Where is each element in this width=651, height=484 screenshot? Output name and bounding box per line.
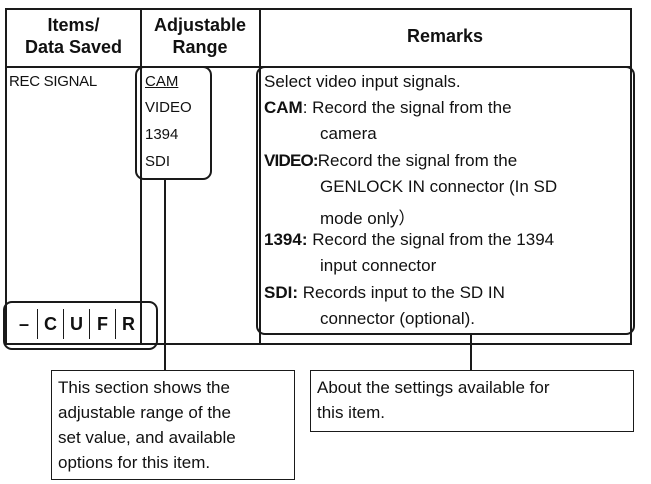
mode-badge-f: F — [89, 309, 115, 339]
remark-cam-sep: : — [302, 98, 308, 117]
table-right-border — [630, 8, 632, 345]
range-callout-box: This section shows the adjustable range … — [51, 370, 295, 480]
header-items-line1: Items/ — [47, 15, 100, 35]
range-callout-connector — [164, 180, 166, 371]
mode-badge-r: R — [115, 309, 141, 339]
range-callout-line4: options for this item. — [58, 453, 211, 472]
remark-1394-label: 1394: — [264, 230, 308, 249]
remark-video-text1: Record the signal from the — [317, 151, 518, 170]
item-name: REC SIGNAL — [9, 73, 97, 90]
mode-badge-dash: – — [18, 314, 29, 334]
remarks-highlight-box — [256, 66, 635, 335]
mode-badge-c: C — [37, 309, 63, 339]
remark-cam-line1: CAM: Record the signal from the — [264, 98, 512, 118]
header-items-line2: Data Saved — [24, 37, 123, 57]
range-option-sdi: SDI — [145, 153, 171, 170]
header-range-line1: Adjustable — [153, 15, 246, 35]
remark-cam-text1: Record the signal from the — [307, 98, 512, 117]
remark-1394-text1: Record the signal from the 1394 — [307, 230, 555, 249]
column-divider-2 — [259, 8, 261, 345]
table-top-border — [5, 8, 632, 10]
remark-1394-line1: 1394: Record the signal from the 1394 — [264, 230, 554, 250]
remark-video-line1: VIDEO:Record the signal from the — [264, 151, 517, 171]
range-highlight-box — [135, 66, 212, 180]
range-option-video: VIDEO — [145, 99, 192, 116]
range-callout-line3: set value, and available — [58, 428, 236, 447]
header-items: Items/ Data Saved — [7, 14, 140, 58]
remark-cam-line2: camera — [320, 124, 377, 143]
remark-sdi-line1: SDI: Records input to the SD IN — [264, 283, 505, 303]
table-bottom-border — [5, 343, 632, 345]
remark-sdi-line2: connector (optional). — [320, 309, 475, 328]
range-callout-line2: adjustable range of the — [58, 403, 231, 422]
remark-video-label: VIDEO: — [264, 151, 319, 170]
header-remarks: Remarks — [406, 26, 484, 46]
table-left-border — [5, 8, 7, 345]
header-adjustable-range: Adjustable Range — [141, 14, 259, 58]
remarks-callout-box: About the settings available for this it… — [310, 370, 634, 432]
remark-1394-line2: input connector — [320, 256, 437, 275]
range-option-1394: 1394 — [145, 126, 179, 143]
remark-sdi-label: SDI: — [264, 283, 298, 302]
range-option-cam: CAM — [145, 73, 179, 90]
mode-badges-box — [3, 301, 158, 350]
remark-sdi-text1: Records input to the SD IN — [298, 283, 505, 302]
remark-cam-label: CAM — [264, 98, 303, 117]
range-callout-line1: This section shows the — [58, 378, 230, 397]
remark-intro: Select video input signals. — [264, 72, 461, 91]
remarks-callout-connector — [470, 335, 472, 371]
remarks-callout-line1: About the settings available for — [317, 378, 550, 397]
header-range-line2: Range — [172, 37, 228, 57]
mode-badge-u: U — [63, 309, 89, 339]
remark-video-line2: GENLOCK IN connector (In SD — [320, 177, 558, 196]
remarks-callout-line2: this item. — [317, 403, 386, 422]
remark-video-line3: mode only） — [320, 209, 416, 228]
